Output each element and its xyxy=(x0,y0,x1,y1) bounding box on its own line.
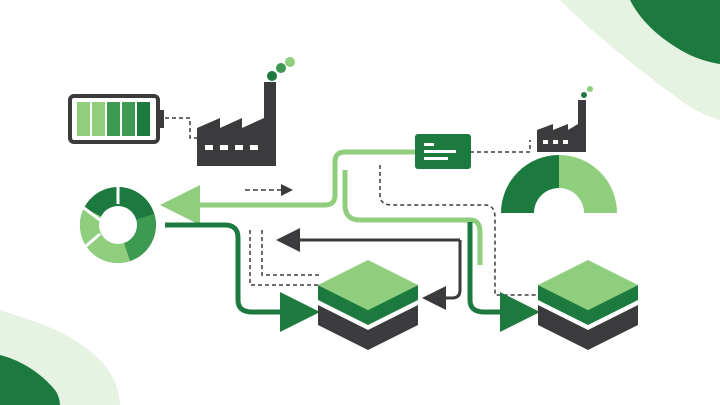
storage-stack-icon xyxy=(538,260,638,350)
document-icon xyxy=(415,134,471,169)
dashed-connector xyxy=(249,230,320,286)
dark-green-flow xyxy=(467,222,540,332)
battery-icon xyxy=(68,94,164,144)
dashed-connector xyxy=(379,165,540,296)
donut-chart-icon xyxy=(79,187,156,264)
corner-blob-bottom-left xyxy=(0,310,120,405)
connector-lines xyxy=(160,117,540,332)
factory-icon xyxy=(197,57,295,166)
dashed-connector xyxy=(261,230,320,276)
storage-stack-icon xyxy=(318,260,418,350)
dashed-connector xyxy=(470,140,531,153)
gauge-icon xyxy=(501,155,617,213)
factory-icon xyxy=(537,86,593,152)
light-green-flow xyxy=(160,149,415,225)
dashed-connector xyxy=(165,117,200,139)
corner-blob-top-right xyxy=(560,0,720,120)
light-green-flow xyxy=(342,170,483,265)
dark-green-flow xyxy=(165,222,320,332)
charcoal-flow xyxy=(422,240,462,310)
